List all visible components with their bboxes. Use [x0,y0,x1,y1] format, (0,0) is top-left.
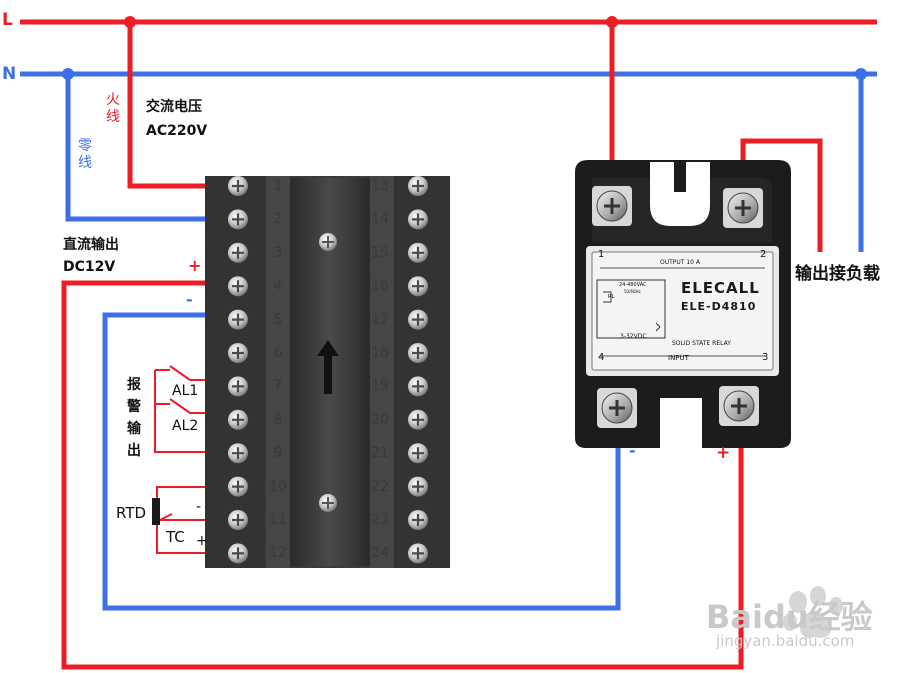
left-terminal-screws [228,176,248,564]
screw-slot [412,313,424,326]
screw-slot [232,213,244,226]
ssr-minus-label: - [629,441,636,460]
al1-label: AL1 [172,383,199,399]
neutral-wire-label: 零线 [78,138,92,171]
screw-slot [232,246,244,259]
right-terminal-screws [408,176,428,564]
terminal-number: 16 [371,278,389,295]
dc-output-value: DC12V [63,259,116,275]
ssr-plus-label: + [716,443,731,463]
relay-terminal-1: 1 [598,249,605,260]
relay-output-rating: OUTPUT 10 A [660,259,701,266]
screw-slot [412,180,424,192]
screw-slot [232,413,244,426]
screw-slot [232,547,244,560]
terminal-number: 11 [269,512,287,528]
screw-slot [232,514,244,526]
relay-terminal-4: 4 [598,352,605,363]
terminal-number: 6 [273,345,283,361]
relay-brand: ELECALL [681,279,760,297]
alarm-output-label: 报警输出 [127,377,141,459]
terminal-number: 9 [273,445,283,462]
screw-slot [232,480,244,493]
screw-slot [412,280,424,293]
wire-dc-minus [102,312,621,611]
screw-slot [412,246,424,259]
temperature-controller [205,176,450,568]
relay-input-label: INPUT [668,354,689,362]
terminal-number: 3 [273,244,283,261]
screw-slot [412,413,424,426]
ac-voltage-title: 交流电压 [146,99,202,115]
terminal-number: 18 [371,345,389,361]
direction-arrow-icon [317,340,339,394]
rtd-label: RTD [116,504,147,522]
terminal-number: 21 [371,445,389,462]
wire-dc-plus [61,280,744,670]
terminal-number: 15 [371,244,389,261]
terminal-number: 17 [371,311,389,328]
terminal-number: 19 [371,378,389,395]
relay-model: ELE-D4810 [681,300,757,313]
relay-terminal-2: 2 [760,249,767,260]
wire-live-t1 [127,22,238,189]
terminal-number: 12 [269,545,287,562]
watermark-url: jingyan.baidu.com [716,632,855,650]
solid-state-relay [575,160,791,448]
tc-minus-label: - [196,499,202,515]
screw-slot [232,180,244,192]
terminal-number: 23 [371,512,389,528]
screw-slot [412,347,424,359]
al2-label: AL2 [172,418,199,434]
neutral-label: N [2,64,17,84]
watermark-brand: Baidu经验 [706,598,873,636]
tc-plus-label: + [196,533,208,549]
terminal-number: 22 [371,478,389,495]
terminal-number: 8 [273,411,283,428]
ac-voltage-value: AC220V [146,123,208,139]
relay-ac-range: 24-480VAC [619,282,647,288]
dc-minus-label: - [186,290,193,309]
screw-slot [232,347,244,359]
terminal-number: 1 [273,178,283,194]
terminal-number: 2 [273,211,283,228]
screw-slot [232,380,244,393]
live-wire-label: 火线 [106,92,120,125]
screw-slot [412,547,424,560]
screw-slot [412,380,424,393]
screw-slot [412,213,424,226]
screw-slot [232,447,244,460]
live-label: L [2,10,13,30]
screw-slot [412,514,424,526]
screw-slot [232,313,244,326]
screw-slot [412,480,424,493]
dc-plus-label: + [188,256,202,275]
relay-ac-freq: 50/60Hz [624,289,641,294]
terminal-number: 24 [371,545,389,562]
dc-output-title: 直流输出 [63,237,119,253]
relay-rl: RL [608,294,615,300]
relay-terminal-3: 3 [762,352,769,363]
baidu-paw-icon [783,586,843,638]
rtd-sensor [152,498,160,525]
relay-dc-range: 3-32VDC [620,333,647,340]
terminal-number: 7 [273,378,283,395]
tc-label: TC [166,528,185,546]
terminal-number: 14 [371,211,389,228]
screw-slot [412,447,424,460]
relay-type: SOLID STATE RELAY [672,340,731,347]
screw-slot [232,280,244,293]
terminal-number: 13 [371,178,389,194]
terminal-number: 20 [371,411,389,428]
terminal-number: 4 [273,278,283,295]
wire-neutral-t2 [65,74,238,222]
load-output-label: 输出接负载 [795,264,880,284]
terminal-number: 5 [273,311,283,328]
terminal-number: 10 [269,478,287,495]
